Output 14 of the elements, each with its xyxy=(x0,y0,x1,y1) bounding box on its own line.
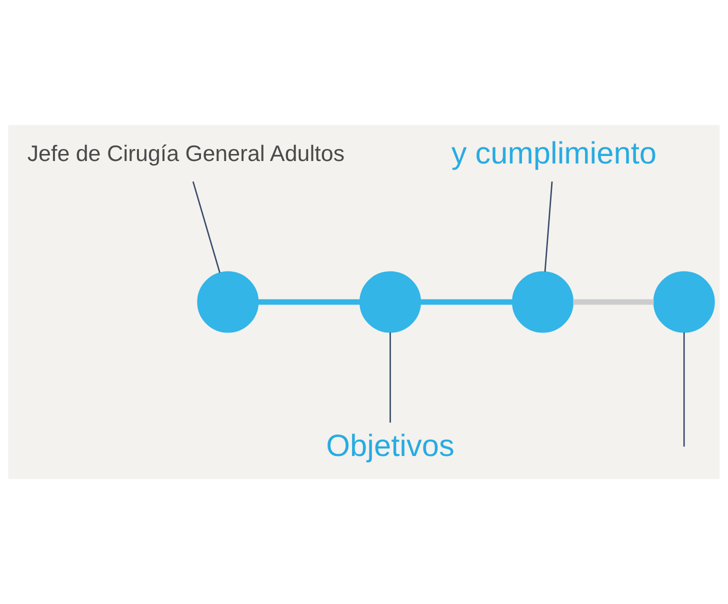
node-text: y cumplimiento xyxy=(451,136,657,171)
connector xyxy=(683,332,685,447)
node-circle xyxy=(359,271,422,333)
node-text: Jefe de Cirugía General Adultos xyxy=(27,141,345,166)
connector xyxy=(390,332,391,423)
connector xyxy=(573,299,654,305)
node-circle xyxy=(197,271,259,333)
connector xyxy=(420,299,512,305)
connector xyxy=(192,181,220,273)
node-text: Objetivos xyxy=(326,428,454,464)
node-circle xyxy=(512,271,574,333)
connector xyxy=(258,299,360,305)
node-circle xyxy=(653,271,715,333)
connector xyxy=(544,181,553,272)
